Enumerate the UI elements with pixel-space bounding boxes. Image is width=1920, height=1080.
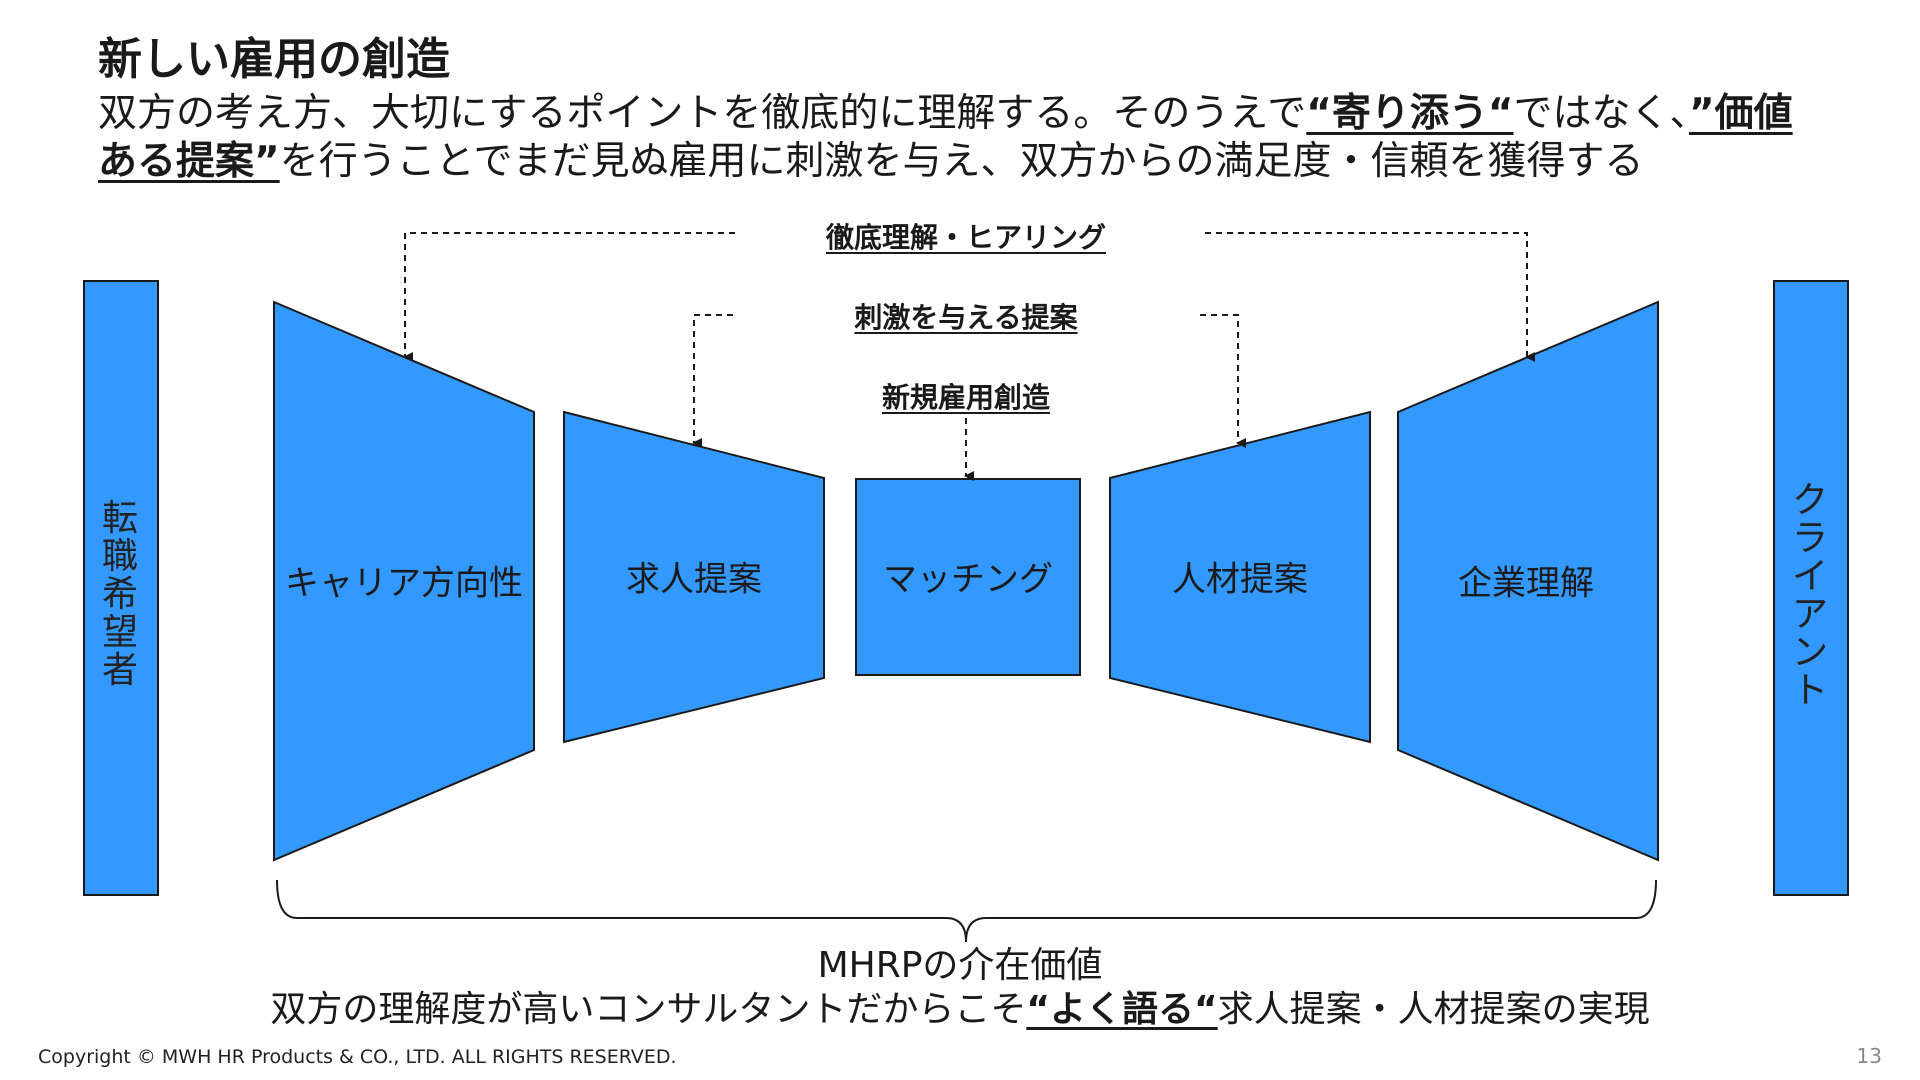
- stage-label-matching: マッチング: [883, 559, 1053, 600]
- subtitle-part3: を行うことでまだ見ぬ雇用に刺激を与え、双方からの満足度・信頼を獲得する: [279, 139, 1644, 184]
- bottom-value-title: MHRPの介在価値: [817, 945, 1103, 986]
- right-bar-label: クライアント: [1790, 482, 1830, 710]
- page-subtitle: 双方の考え方、大切にするポイントを徹底的に理解する。そのうえで“寄り添う“ではな…: [98, 90, 1818, 186]
- subtitle-part2: ではなく、: [1513, 91, 1690, 136]
- page-number: 13: [1856, 1044, 1882, 1068]
- stage-company-understanding: [1397, 300, 1659, 862]
- stage-label-company-understanding: 企業理解: [1458, 563, 1594, 604]
- stage-label-job-proposal: 求人提案: [626, 559, 762, 600]
- bottom-value-description: 双方の理解度が高いコンサルタントだからこそ“よく語る“求人提案・人材提案の実現: [0, 988, 1920, 1032]
- stage-candidate-proposal: [1109, 410, 1371, 744]
- bottom-desc-part2: 求人提案・人材提案の実現: [1217, 989, 1650, 1030]
- copyright-footer: Copyright © MWH HR Products & CO., LTD. …: [38, 1046, 677, 1068]
- left-bar-text: 転職希望者: [101, 498, 138, 691]
- connector-stimulus-right: [1200, 314, 1246, 448]
- bottom-desc-part1: 双方の理解度が高いコンサルタントだからこそ: [270, 989, 1027, 1030]
- subtitle-emphasis-2: ”価値ある提案”: [98, 91, 1793, 184]
- left-bar-label: 転職希望者: [100, 500, 140, 690]
- label-hearing: 徹底理解・ヒアリング: [825, 221, 1107, 254]
- stage-label-career-direction: キャリア方向性: [285, 563, 523, 604]
- page-title: 新しい雇用の創造: [98, 34, 450, 85]
- connector-hearing-left: [403, 232, 735, 362]
- connector-hearing-right: [1205, 232, 1535, 362]
- label-new-employment: 新規雇用創造: [881, 381, 1051, 414]
- right-bar-text: クライアント: [1791, 480, 1828, 711]
- connector-stimulus-left: [692, 314, 733, 448]
- stage-label-candidate-proposal: 人材提案: [1172, 559, 1308, 600]
- bottom-desc-emphasis: “よく語る“: [1026, 989, 1218, 1030]
- subtitle-part1: 双方の考え方、大切にするポイントを徹底的に理解する。そのうえで: [98, 91, 1307, 136]
- label-stimulus-proposal: 刺激を与える提案: [854, 301, 1078, 334]
- left-side-bar: [83, 280, 159, 896]
- stage-job-proposal: [563, 410, 825, 744]
- bottom-brace: [276, 879, 1657, 943]
- stage-career-direction: [273, 300, 535, 862]
- right-side-bar: [1773, 280, 1849, 896]
- subtitle-emphasis-1: “寄り添う“: [1306, 91, 1514, 136]
